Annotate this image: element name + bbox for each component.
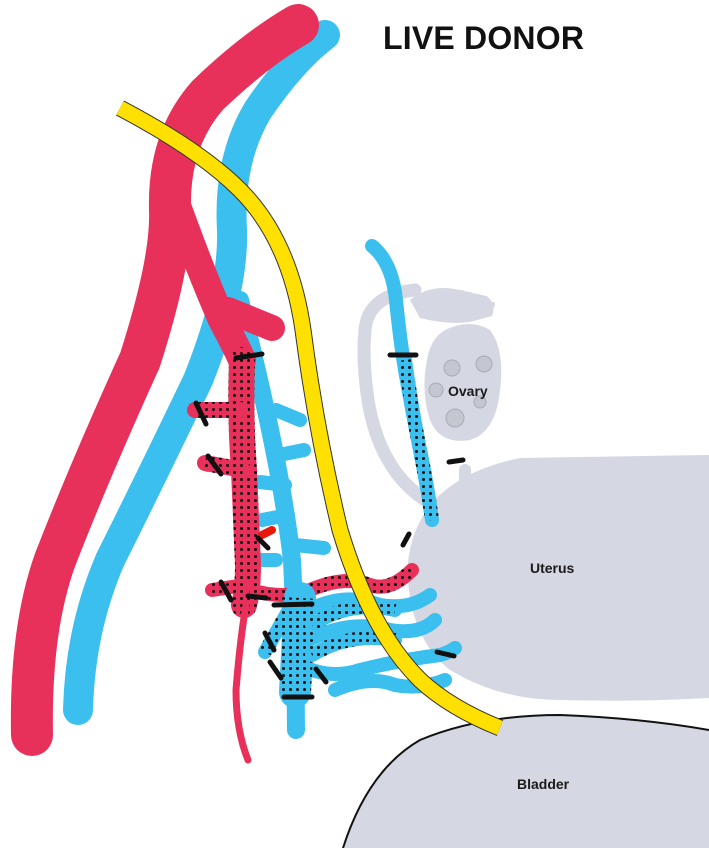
clamp-vein-branch [262, 630, 277, 653]
clamp-artery-top [233, 351, 265, 361]
clamp-artery-bottom [218, 579, 234, 603]
clamp-artery-branch-2 [205, 453, 224, 477]
clamp-artery-uterine [245, 593, 269, 601]
fimbriae [410, 287, 494, 323]
diagram-title: LIVE DONOR [383, 20, 585, 56]
clamp-vein-top [271, 601, 315, 608]
harvested-ovarian-vein-segment [398, 353, 439, 527]
clamp-artery-branch-1 [193, 400, 209, 427]
clamp-uterine-vein [400, 531, 412, 548]
red-vessel-stub [258, 526, 276, 539]
bladder [343, 715, 709, 848]
clamp-artery-mid [255, 535, 271, 551]
uterine-artery [243, 563, 419, 602]
ovary [424, 324, 502, 441]
label-uterus: Uterus [530, 560, 575, 576]
ovary-follicles [428, 355, 493, 428]
ureter [116, 101, 503, 735]
harvested-artery-segment [187, 347, 262, 618]
uterus [407, 455, 709, 701]
clamp-vein-right [313, 666, 329, 685]
ligature-clamps [193, 351, 466, 700]
label-ovary: Ovary [448, 383, 488, 399]
clamp-uterine-low [434, 649, 457, 659]
vein-branches [248, 403, 331, 567]
clamp-ovarian-ligament [446, 457, 466, 465]
descending-artery-branch [232, 601, 252, 764]
clamp-vein-left [267, 659, 284, 681]
fimbriae-fringe [444, 290, 495, 318]
label-bladder: Bladder [517, 776, 570, 792]
